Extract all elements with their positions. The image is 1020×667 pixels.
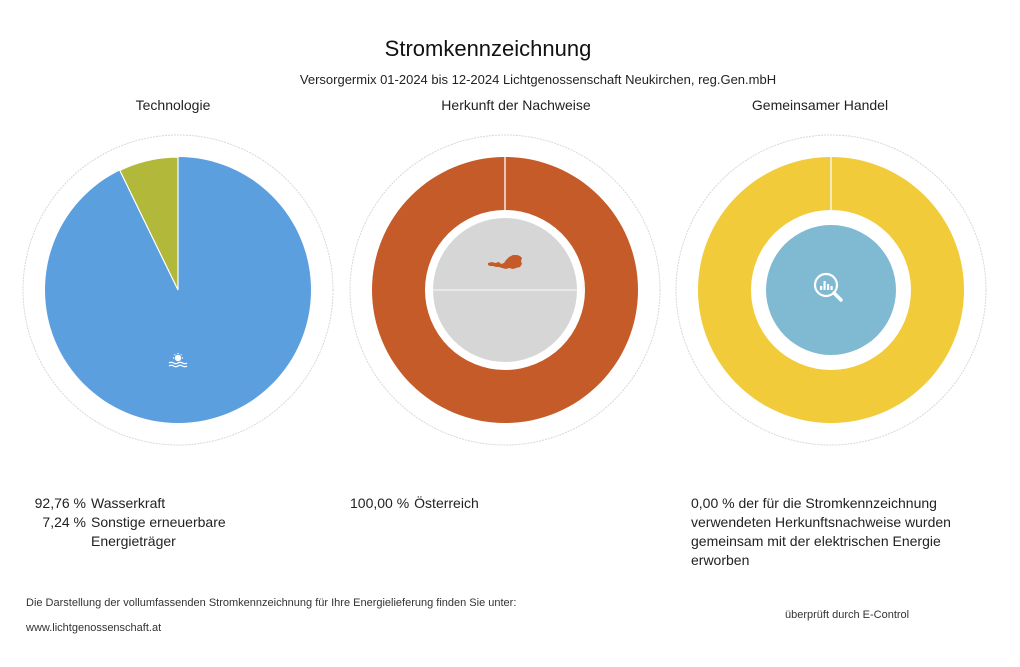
origin-donut-chart [349,134,661,446]
legend-percent: 7,24 % [42,514,86,530]
joint-trade-donut-chart [675,134,987,446]
section-title-technologie: Technologie [135,97,211,113]
section-title-herkunft: Herkunft der Nachweise [441,97,591,113]
verified-by: überprüft durch E-Control [785,609,910,621]
legend-item-oesterreich: 100,00 % Österreich [350,494,479,513]
page-title: Stromkennzeichnung [384,36,592,61]
page-subtitle: Versorgermix 01-2024 bis 12-2024 Lichtge… [299,72,777,87]
technology-legend: 92,76 % Wasserkraft 7,24 % Sonstige erne… [26,494,271,551]
footer-url-link[interactable]: www.lichtgenossenschaft.at [26,622,162,634]
legend-percent: 92,76 % [34,495,86,511]
origin-legend: 100,00 % Österreich [350,494,479,513]
austria-map-icon [488,255,522,269]
hydro-icon [168,353,188,368]
legend-item-sonstige: 7,24 % Sonstige erneuerbare Energieträge… [26,513,271,551]
joint-trade-legend: 0,00 % der für die Stromkennzeichnung ve… [691,495,951,568]
legend-label: Österreich [414,495,479,511]
footer-note: Die Darstellung der vollumfassenden Stro… [26,597,517,609]
legend-item-wasserkraft: 92,76 % Wasserkraft [26,494,271,513]
technology-pie-chart [22,134,334,446]
section-title-handel: Gemeinsamer Handel [751,97,889,113]
pie-slice-sonstige [118,156,179,291]
legend-percent: 100,00 % [350,495,410,511]
legend-label: Wasserkraft [91,495,166,511]
magnifier-chart-icon [813,272,843,302]
legend-label: Sonstige erneuerbare Energieträger [91,514,226,549]
